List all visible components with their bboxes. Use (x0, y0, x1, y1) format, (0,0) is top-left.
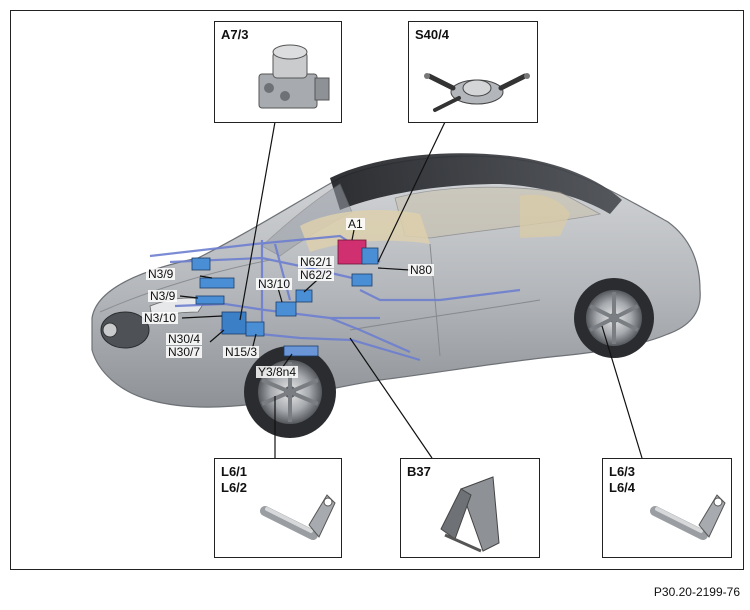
leader-lines (179, 121, 643, 459)
callout-l6-4-label: L6/4 (609, 480, 636, 495)
label-n3-10-a: N3/10 (142, 311, 179, 325)
callout-s40-4-label: S40/4 (415, 27, 449, 42)
steering-column-switch-icon (424, 73, 530, 112)
component-n3-10 (195, 295, 225, 305)
label-n30-4: N30/4 (166, 332, 203, 346)
car-roof (330, 153, 622, 214)
component-a1 (337, 239, 367, 265)
component-n30-4 (221, 311, 247, 335)
grille (100, 311, 150, 349)
label-n3-9-a: N3/9 (146, 267, 176, 281)
callout-a7-3-label: A7/3 (221, 27, 249, 42)
star-emblem (102, 322, 118, 338)
rear-wheel (574, 278, 654, 358)
hydraulic-unit-icon (258, 44, 330, 109)
accelerator-pedal-icon (440, 476, 500, 553)
label-n30-7: N30/7 (166, 345, 203, 359)
label-y3-8n4: Y3/8n4 (256, 365, 299, 379)
door-line (349, 299, 541, 331)
component-n80-module (351, 273, 373, 287)
component-n80 (361, 247, 379, 265)
callout-s40-4: S40/4 (408, 21, 538, 123)
label-n62-2: N62/2 (298, 268, 335, 282)
label-n3-9-b: N3/9 (148, 289, 178, 303)
figure-reference: P30.20-2199-76 (653, 585, 740, 599)
component-n3-9 (191, 257, 235, 289)
component-y3-8n4 (283, 345, 319, 357)
label-n3-10-b: N3/10 (256, 277, 293, 291)
label-n80: N80 (408, 263, 435, 277)
component-n15-3 (245, 321, 265, 337)
label-a1: A1 (346, 217, 365, 231)
callout-l6-3: L6/3 L6/4 (602, 458, 732, 558)
callout-b37-label: B37 (407, 464, 431, 479)
rpm-sensor-icon (650, 494, 726, 540)
label-n15-3: N15/3 (223, 345, 260, 359)
callout-l6-1-label: L6/1 (221, 464, 248, 479)
callout-l6-3-label: L6/3 (609, 464, 636, 479)
callout-a7-3: A7/3 (214, 21, 342, 123)
callout-b37: B37 (400, 458, 540, 558)
diagram-frame (10, 10, 744, 570)
rear-seat (520, 194, 570, 238)
front-wheel (244, 346, 336, 438)
component-n62 (295, 289, 313, 303)
hood-line (99, 259, 271, 313)
component-n3-10-engine (275, 301, 297, 317)
label-n62-1: N62/1 (298, 255, 335, 269)
callout-l6-2-label: L6/2 (221, 480, 248, 495)
rpm-sensor-icon (260, 494, 336, 540)
callout-l6-1: L6/1 L6/2 (214, 458, 342, 558)
